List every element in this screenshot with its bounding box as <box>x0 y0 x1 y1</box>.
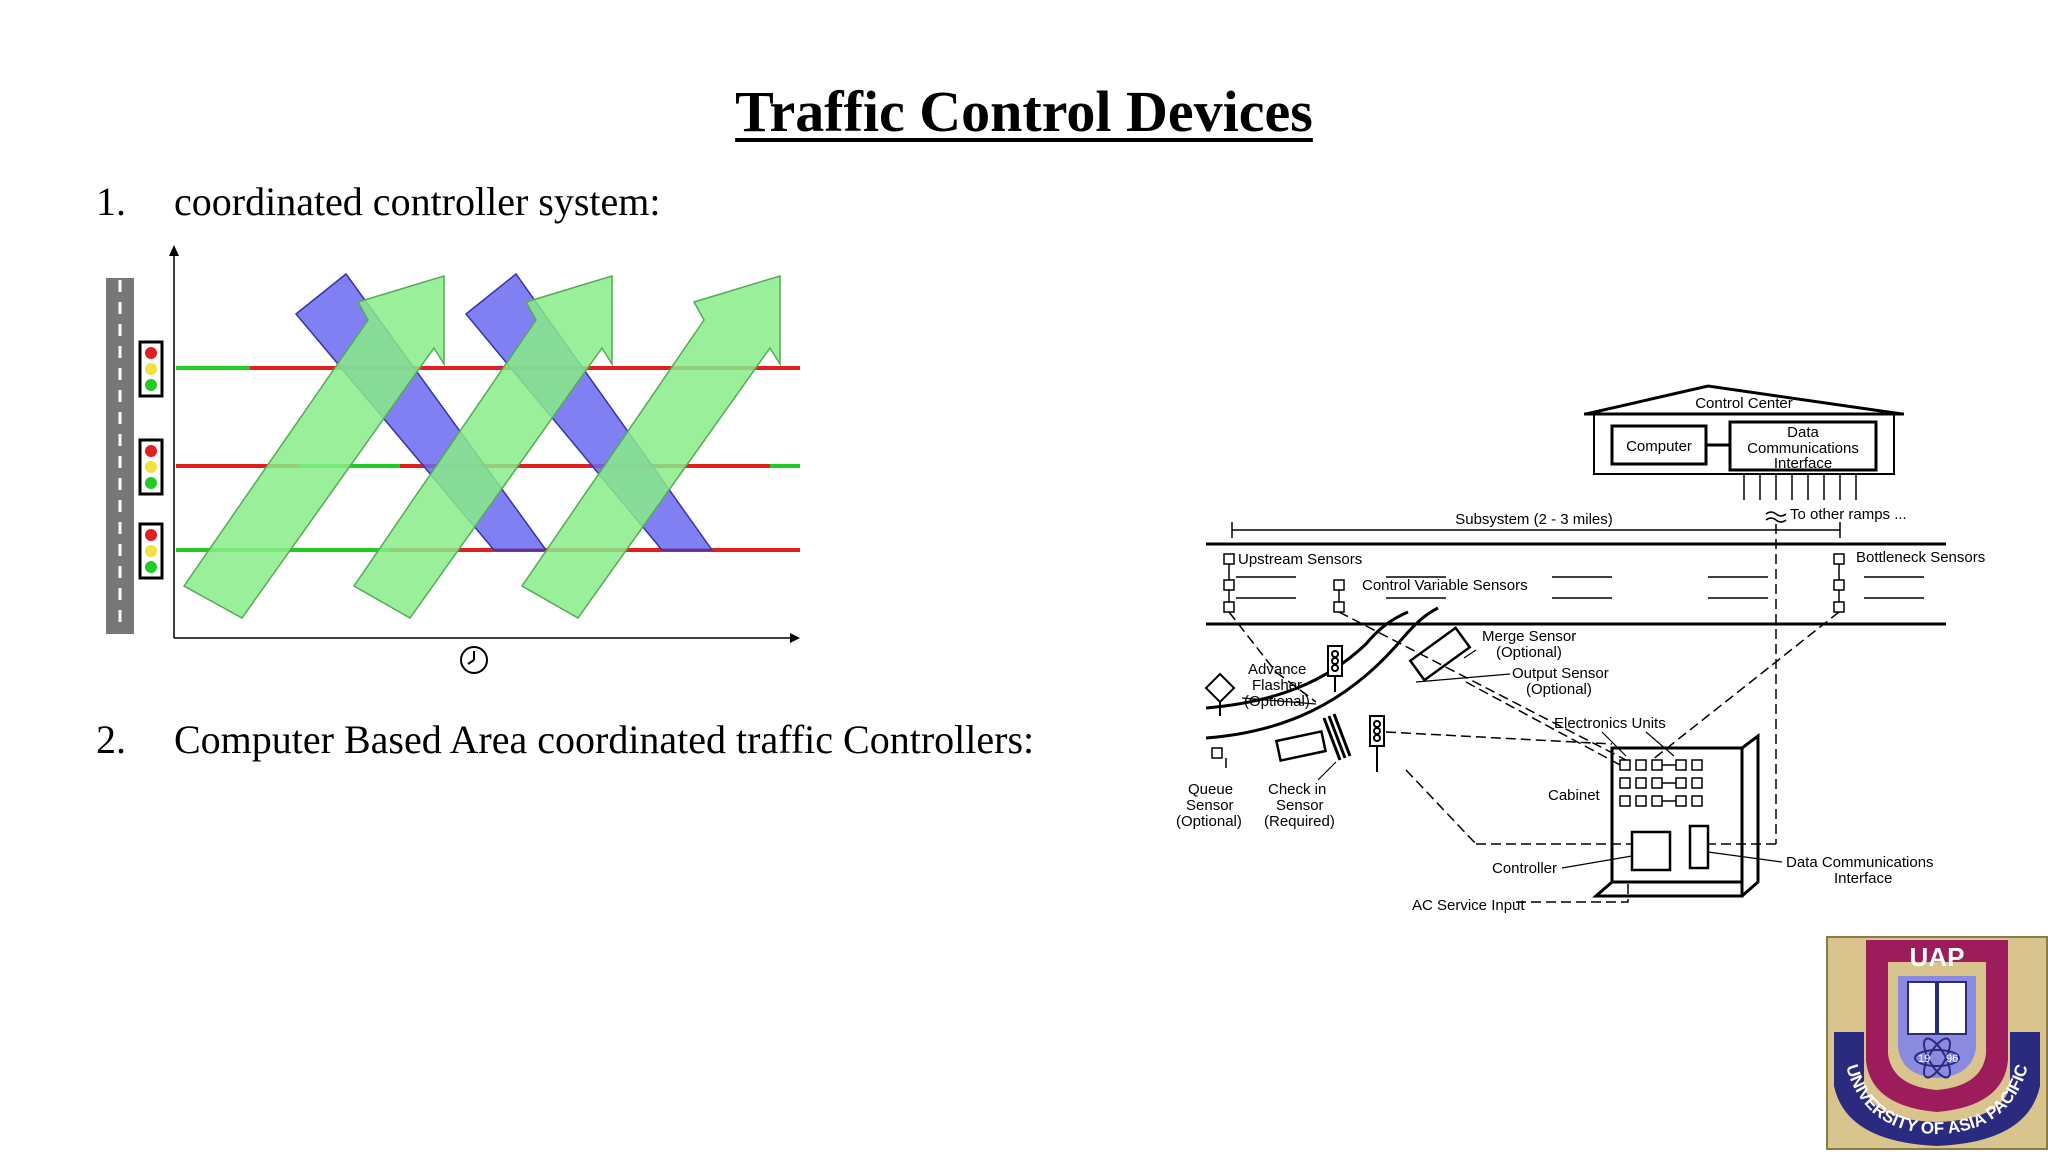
label-dci: Data Communications <box>1786 854 1934 871</box>
label-dci: Interface <box>1834 870 1892 887</box>
label-queue-sensor: Sensor <box>1186 797 1234 814</box>
label-checkin-sensor: Sensor <box>1276 797 1324 814</box>
label-control-variable-sensors: Control Variable Sensors <box>1362 577 1528 594</box>
label-ac-service-input: AC Service Input <box>1412 897 1525 914</box>
label-advance-flasher: (Optional) <box>1244 693 1310 710</box>
electronics-units <box>1619 759 1703 807</box>
list-text: coordinated controller system: <box>174 179 661 224</box>
list-item-1: 1. coordinated controller system: <box>96 178 661 225</box>
y-axis-arrow <box>169 245 179 256</box>
label-upstream-sensors: Upstream Sensors <box>1238 551 1362 568</box>
label-merge-sensor: Merge Sensor <box>1482 628 1576 645</box>
logo-year: 96 <box>1946 1053 1958 1065</box>
label-queue-sensor: Queue <box>1188 781 1233 798</box>
label-to-other-ramps: To other ramps ... <box>1790 506 1907 523</box>
green-wave-diagram <box>106 245 800 674</box>
label-subsystem: Subsystem (2 - 3 miles) <box>1455 511 1613 528</box>
label-computer: Computer <box>1626 438 1692 455</box>
uap-logo: UAP 19 96 UNIVERSITY OF ASIA PACIFIC <box>1826 936 2048 1150</box>
label-controller: Controller <box>1492 860 1557 877</box>
label-advance-flasher: Advance <box>1248 661 1306 678</box>
label-leaders <box>1241 649 1783 869</box>
green-arrow-2 <box>352 274 613 619</box>
cabinet-box <box>1592 733 1760 898</box>
label-checkin-sensor: Check in <box>1268 781 1326 798</box>
control-center: Control Center Computer Data Communicati… <box>1584 384 1904 475</box>
traffic-light-icon <box>1327 645 1385 772</box>
stop-bar <box>1322 713 1352 761</box>
traffic-light-icon <box>138 340 164 398</box>
label-data-comm: Data <box>1787 424 1819 441</box>
label-data-comm: Interface <box>1774 455 1832 472</box>
vehicle <box>1408 626 1472 682</box>
signal-wires <box>1225 524 1840 903</box>
x-axis-arrow <box>790 633 800 643</box>
slide-title: Traffic Control Devices <box>735 79 1313 144</box>
sensor-box-icon <box>1223 553 1845 613</box>
logo-year: 19 <box>1918 1053 1930 1065</box>
green-arrow-1 <box>182 274 445 619</box>
label-electronics-units: Electronics Units <box>1554 715 1666 732</box>
green-arrow-3 <box>520 274 781 619</box>
label-bottleneck-sensors: Bottleneck Sensors <box>1856 549 1985 566</box>
label-cabinet: Cabinet <box>1548 787 1601 804</box>
atom-icon <box>1914 1037 1960 1079</box>
logo-banner <box>1834 1032 2040 1146</box>
traffic-light-icon <box>138 522 164 580</box>
clock-icon <box>460 646 488 674</box>
list-number: 1. <box>96 179 126 224</box>
ramp-edge <box>1205 606 1439 740</box>
label-merge-sensor: (Optional) <box>1496 644 1562 661</box>
break-icon <box>1765 511 1787 523</box>
label-output-sensor: Output Sensor <box>1512 665 1609 682</box>
list-item-2: 2. Computer Based Area coordinated traff… <box>96 716 1034 763</box>
logo-abbr: UAP <box>1910 942 1965 972</box>
flasher-sign-icon <box>1204 672 1236 716</box>
traffic-light-icon <box>138 438 164 496</box>
label-checkin-sensor: (Required) <box>1264 813 1335 830</box>
list-text: Computer Based Area coordinated traffic … <box>174 717 1035 762</box>
comm-arrows <box>1743 474 1857 500</box>
label-data-comm: Communications <box>1747 440 1859 457</box>
book-icon <box>1907 981 1967 1035</box>
list-number: 2. <box>96 717 126 762</box>
ramp-control-diagram: Control Center Computer Data Communicati… <box>1176 384 1985 914</box>
label-output-sensor: (Optional) <box>1526 681 1592 698</box>
lane-marks <box>1236 576 1924 599</box>
label-queue-sensor: (Optional) <box>1176 813 1242 830</box>
vehicle <box>1274 729 1328 763</box>
ramp-edge <box>1205 610 1409 710</box>
sensor-box-icon <box>1211 747 1223 759</box>
label-control-center: Control Center <box>1695 395 1793 412</box>
